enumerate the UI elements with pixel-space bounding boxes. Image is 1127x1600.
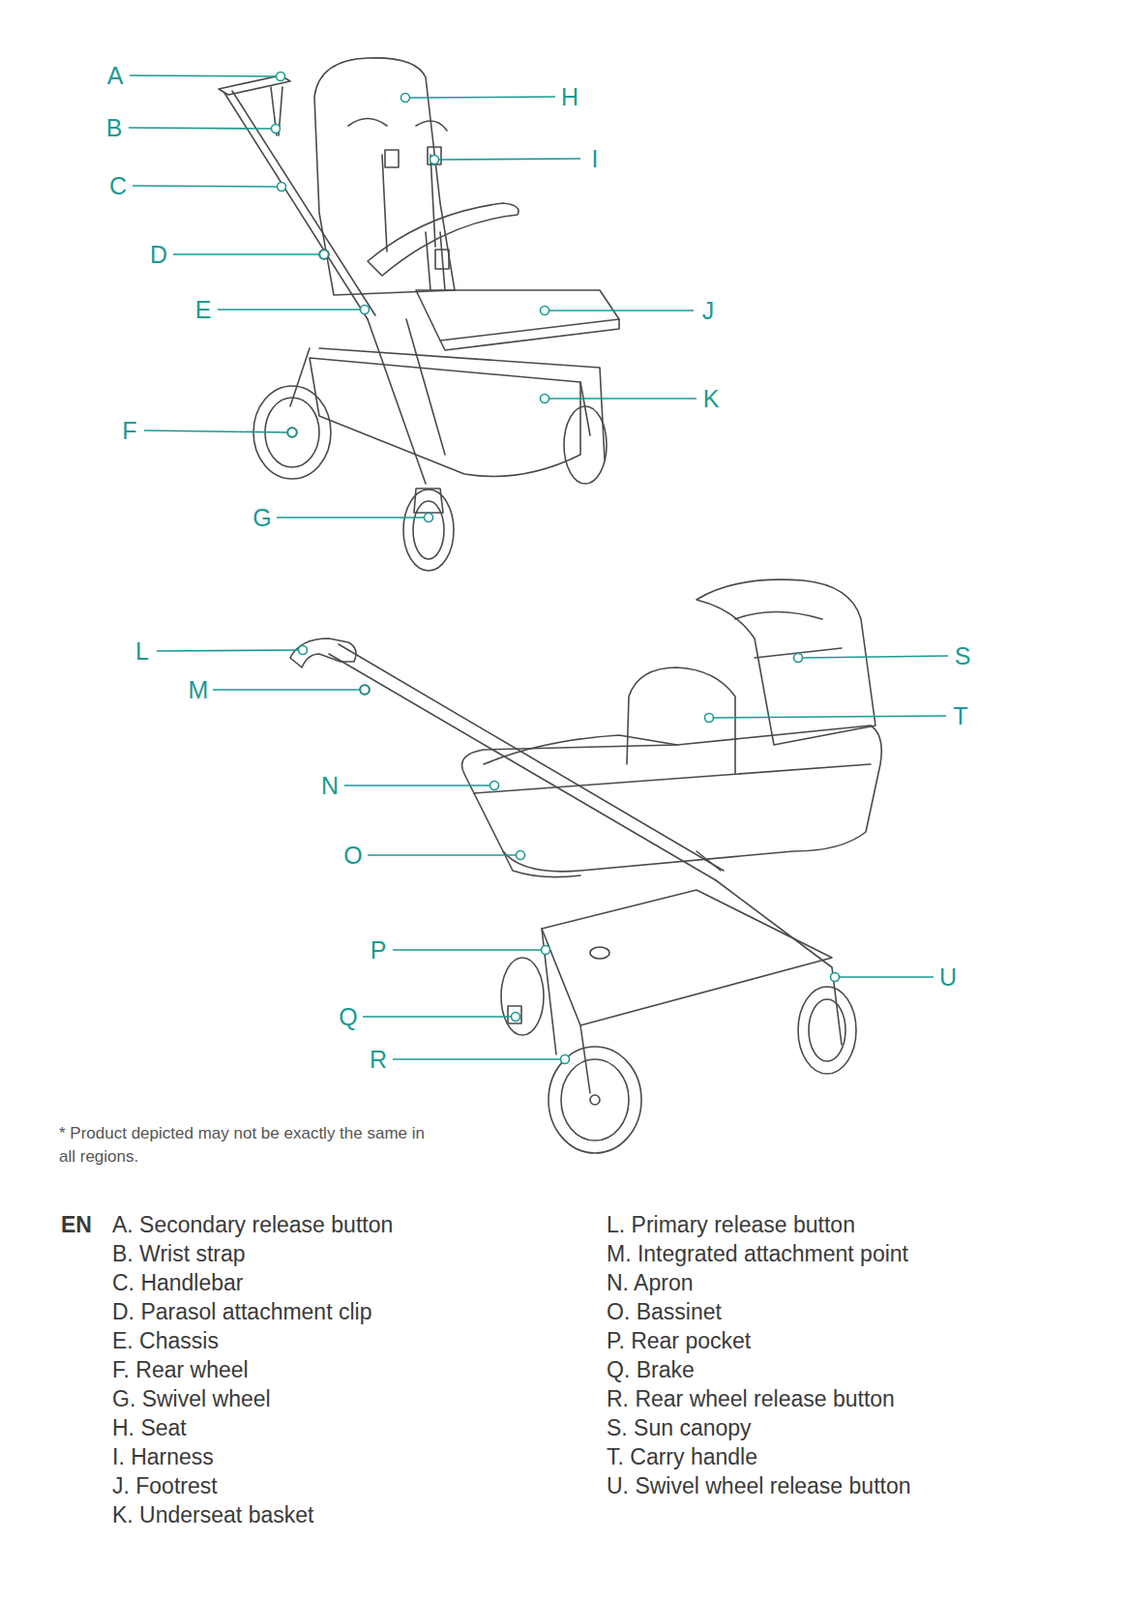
callout-letter: T [951,704,969,729]
part-list-item: I. Harness [112,1446,214,1469]
part-list-item: E. Chassis [112,1330,219,1353]
part-list-item: U. Swivel wheel release button [606,1475,912,1498]
part-list-item: O. Bassinet [606,1301,722,1324]
callout-letter: G [251,505,272,531]
callout-letter: E [194,297,213,323]
part-list-item: T. Carry handle [606,1446,758,1469]
part-list-item: H. Seat [112,1417,187,1440]
language-code: EN [60,1214,92,1237]
callout-letter: P [369,938,388,963]
part-list-item: C. Handlebar [112,1272,244,1295]
part-list-item: Q. Brake [606,1359,695,1382]
part-list-item: B. Wrist strap [112,1243,246,1266]
part-list-item: K. Underseat basket [112,1504,314,1527]
footnote: * Product depicted may not be exactly th… [59,1122,427,1169]
callout-letter: O [342,843,363,868]
part-list-item: M. Integrated attachment point [606,1243,909,1266]
callout-letter: J [701,298,716,324]
callout-letter: Q [337,1005,358,1030]
part-list-item: R. Rear wheel release button [606,1388,895,1411]
callout-letter: L [134,639,150,664]
callout-letter: S [953,644,973,669]
callout-letter: F [120,418,138,444]
part-list-item: P. Rear pocket [606,1330,751,1353]
part-list-item: N. Apron [606,1272,694,1295]
callout-letter: H [560,85,580,110]
callout-letter: K [702,386,721,412]
callout-letter: I [591,147,600,172]
callout-letter: B [105,116,124,141]
part-list-item: G. Swivel wheel [112,1388,271,1411]
part-list-item: J. Footrest [112,1475,218,1498]
callout-letter: N [320,773,340,799]
callout-letter: M [187,678,210,703]
part-list-item: A. Secondary release button [112,1214,393,1237]
callout-letter: D [148,242,169,267]
callout-letter: U [938,965,958,990]
part-list-item: D. Parasol attachment clip [112,1301,372,1324]
callout-letter: A [106,63,125,89]
part-list-item: S. Sun canopy [606,1417,752,1440]
part-list-item: F. Rear wheel [112,1359,249,1382]
part-list-item: L. Primary release button [606,1214,856,1237]
callout-letter: C [108,174,128,199]
callout-letter: R [368,1047,388,1072]
